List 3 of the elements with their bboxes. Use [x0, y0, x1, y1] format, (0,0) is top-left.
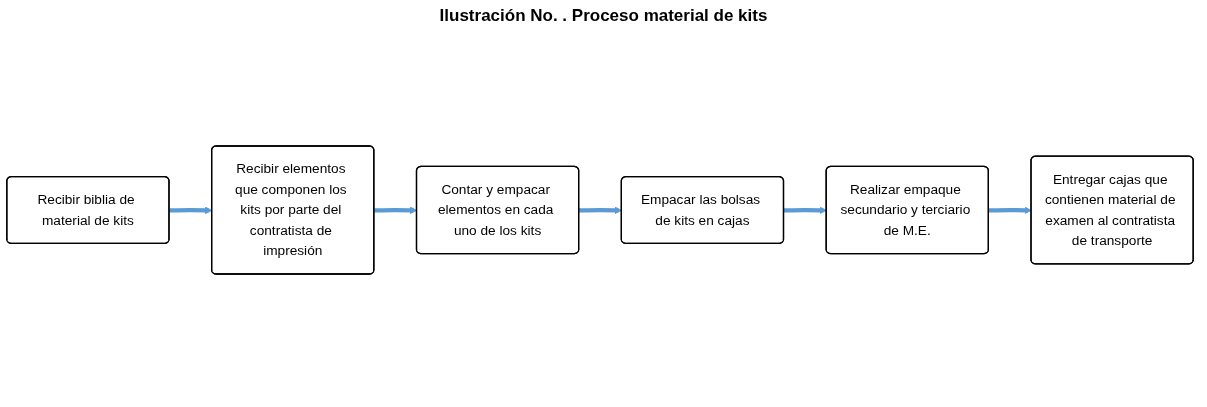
arrow [988, 206, 1032, 215]
arrow [783, 206, 827, 215]
diagram-title: Ilustración No. . Proceso material de kits [438, 6, 769, 26]
